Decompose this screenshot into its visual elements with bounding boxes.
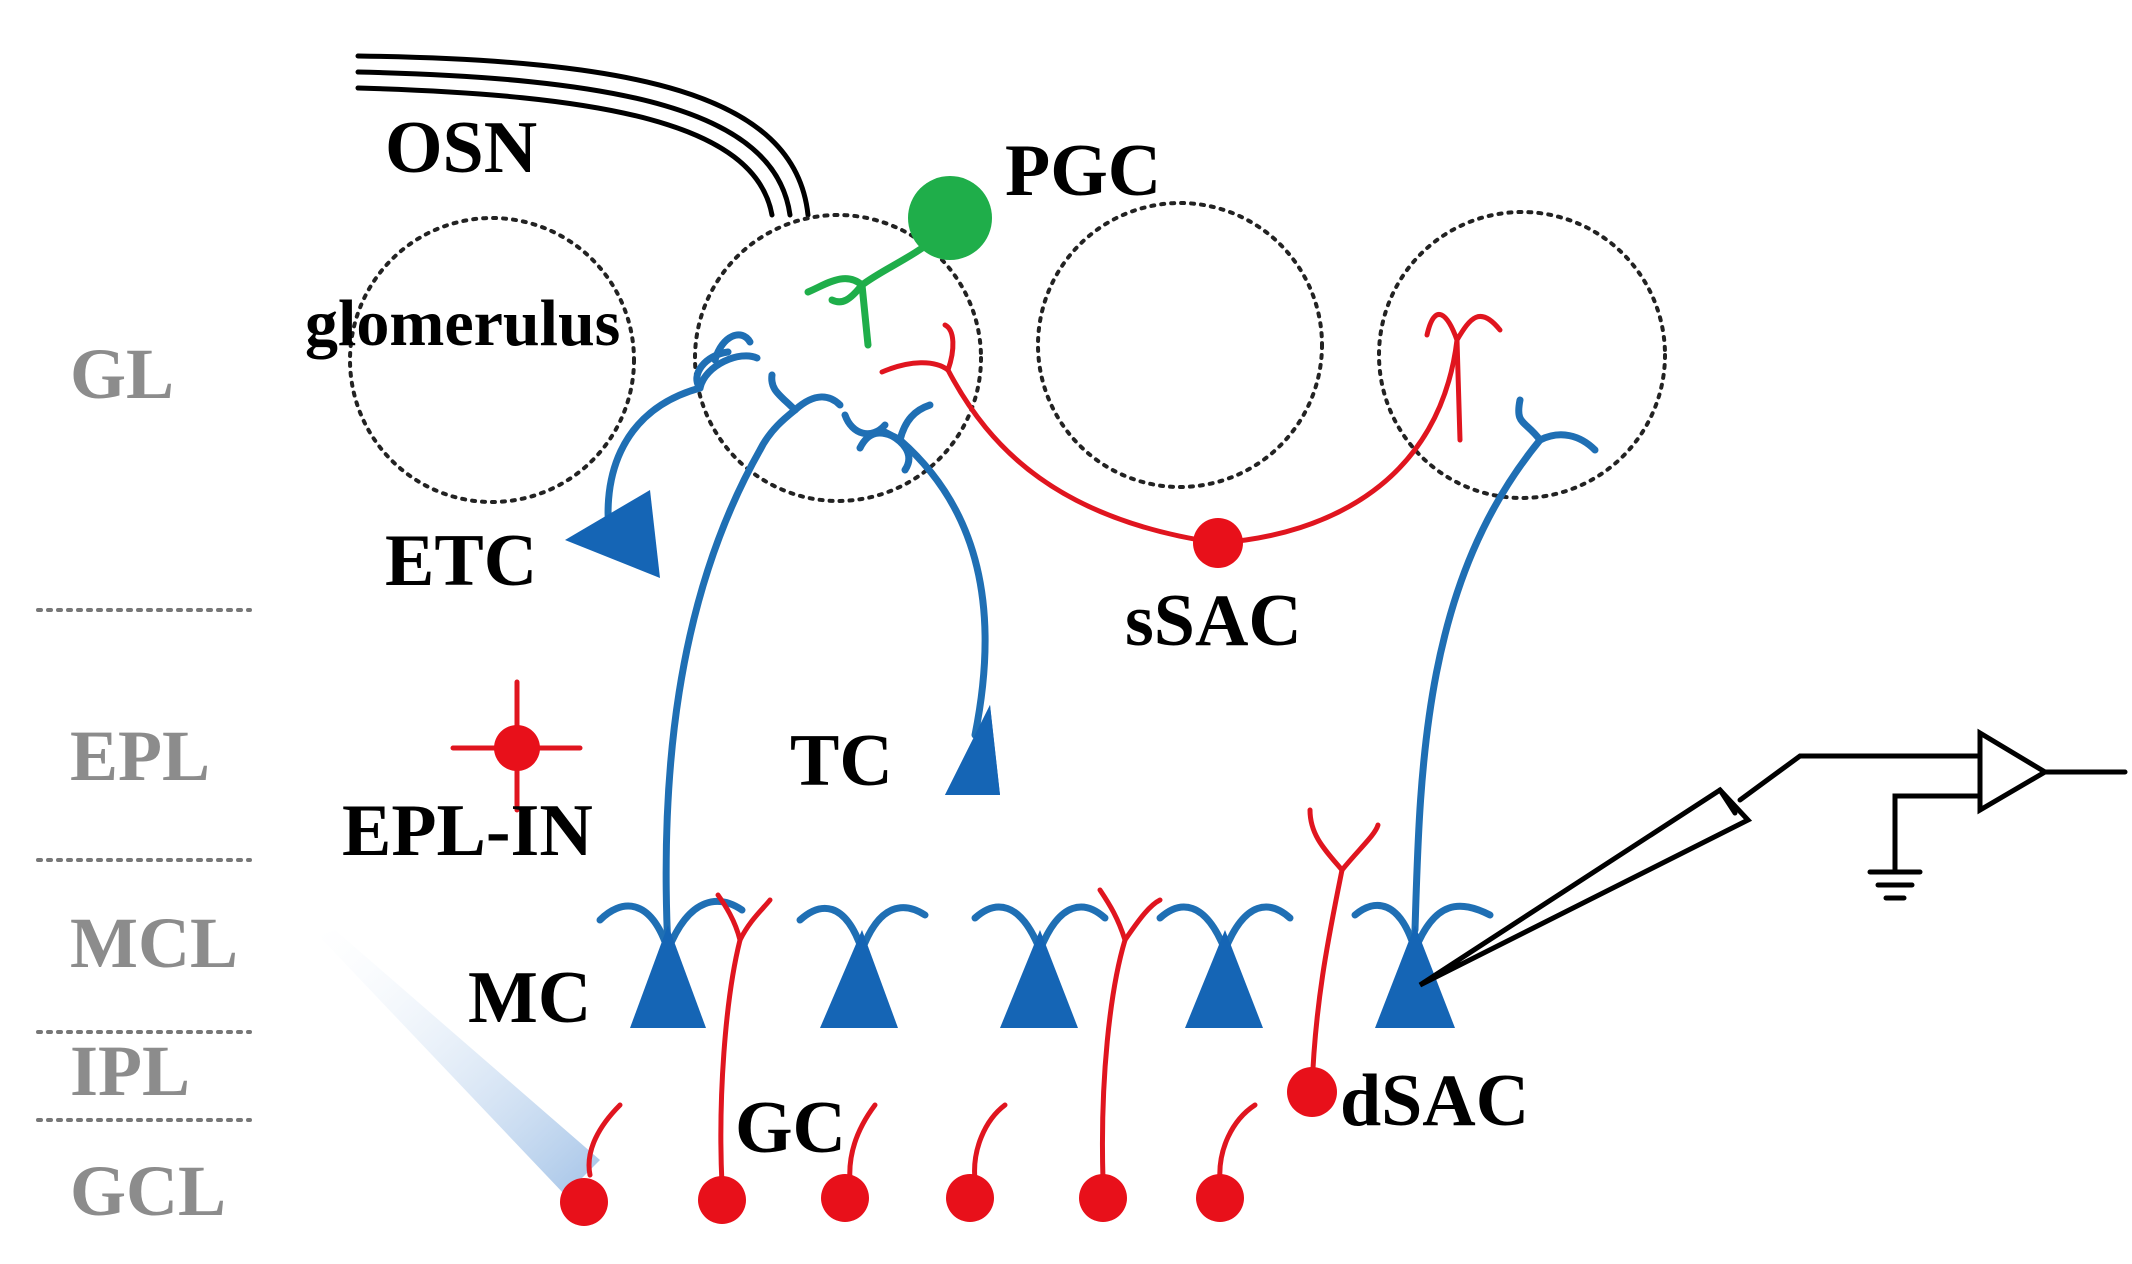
epl-in-cell xyxy=(450,679,583,813)
glomerulus-4 xyxy=(1377,210,1667,500)
label-etc: ETC xyxy=(385,520,537,602)
pgc-cell xyxy=(804,176,992,349)
mitral-cell xyxy=(1156,903,1294,1028)
layer-label-epl: EPL xyxy=(70,716,210,796)
label-epl-in: EPL-IN xyxy=(342,790,593,872)
layer-label-ipl: IPL xyxy=(70,1031,190,1111)
granule-cell xyxy=(698,892,773,1224)
granule-cells xyxy=(560,887,1258,1226)
tc-dendrite xyxy=(856,401,1000,795)
amplifier-icon xyxy=(1892,728,2128,875)
mitral-cell xyxy=(971,903,1109,1028)
granule-cell xyxy=(821,1102,878,1222)
ssac-cell xyxy=(879,311,1503,568)
glomerulus-3 xyxy=(1036,201,1324,489)
glomerulus-2 xyxy=(693,213,983,503)
layer-label-gcl: GCL xyxy=(70,1151,226,1231)
label-ssac: sSAC xyxy=(1125,580,1302,662)
label-mc: MC xyxy=(468,957,591,1039)
layer-label-gl: GL xyxy=(70,334,174,414)
glomerulus-1 xyxy=(348,216,636,504)
label-glomerulus: glomerulus xyxy=(305,287,620,360)
mc-apical-dendrite-1 xyxy=(662,371,844,954)
dsac-cell xyxy=(1287,807,1381,1117)
label-tc: TC xyxy=(790,720,893,802)
mitral-cell-recorded xyxy=(1351,901,1494,1028)
mc-recorded-dendrite xyxy=(1411,396,1599,934)
blue-tufts-glom2 xyxy=(711,331,913,474)
recording-electrode xyxy=(1418,753,1983,988)
layer-label-mcl: MCL xyxy=(70,903,238,983)
mitral-cells xyxy=(596,898,1494,1028)
granule-cell xyxy=(1196,1102,1258,1222)
osn-axon xyxy=(355,53,811,218)
label-osn: OSN xyxy=(385,107,537,189)
ground-icon xyxy=(1867,869,1923,901)
label-pgc: PGC xyxy=(1005,130,1161,212)
light-beam xyxy=(318,930,600,1195)
granule-cell xyxy=(1079,887,1163,1222)
mitral-cell xyxy=(596,898,746,1028)
label-dsac: dSAC xyxy=(1340,1060,1529,1142)
granule-cell xyxy=(946,1102,1008,1222)
label-gc: GC xyxy=(735,1087,846,1169)
granule-cell xyxy=(560,1102,623,1226)
mitral-cell xyxy=(796,904,929,1028)
etc-cell xyxy=(565,348,761,578)
